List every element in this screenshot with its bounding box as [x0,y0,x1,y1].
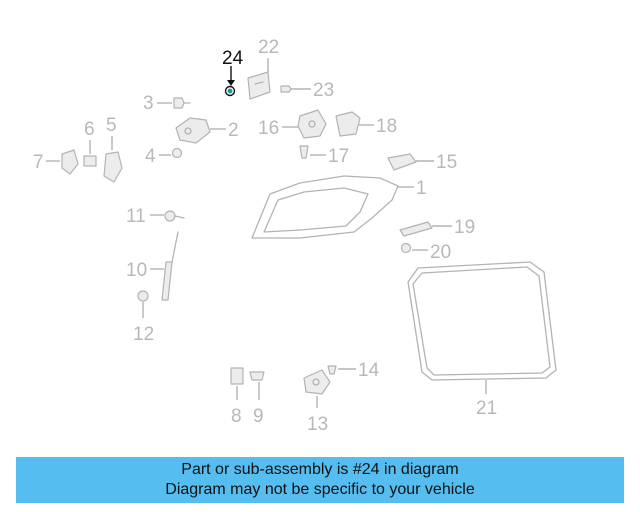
label-10: 10 [126,260,147,281]
part-21-outer [407,261,557,381]
label-14: 14 [358,360,380,381]
label-8: 8 [231,406,242,427]
part-8-bumper[interactable]: 8 [230,367,244,427]
part-4-shape [171,147,183,159]
part-18-bracket[interactable]: 18 [335,111,397,137]
label-13: 13 [307,414,328,435]
label-24: 24 [222,48,244,69]
part-18-shape [335,111,361,137]
label-7: 7 [33,152,44,173]
part-10-rod [171,231,179,263]
part-3-bolt[interactable]: 3 [143,93,191,114]
label-2: 2 [228,120,239,141]
part-14-shape [327,365,337,375]
label-9: 9 [253,406,264,427]
part-10-body [161,261,173,301]
part-16-hinge[interactable]: 16 [258,109,327,139]
part-7-shape [61,149,79,175]
part-6-shape [83,155,97,167]
part-2-shape [175,117,211,144]
part-7-bracket[interactable]: 7 [33,149,79,175]
part-6-bolt[interactable]: 6 [83,119,97,167]
label-19: 19 [454,217,475,238]
part-13-latch[interactable]: 13 [303,369,331,435]
label-18: 18 [376,116,397,137]
part-15-trim[interactable]: 15 [387,152,457,173]
label-16: 16 [258,118,279,139]
part-20-shape [400,242,412,254]
part-9-screw[interactable]: 9 [249,371,265,427]
label-11: 11 [126,206,146,227]
label-6: 6 [84,119,95,140]
part-23-shape [280,85,292,93]
part-16-shape [297,109,327,139]
part-1-window [263,187,369,233]
label-12: 12 [133,324,154,345]
part-1-outline [251,175,399,239]
part-4-nut[interactable]: 4 [145,146,183,167]
part-9-shape [249,371,265,381]
arrowhead-24 [227,80,235,86]
part-15-shape [387,153,417,171]
part-11-shape [164,210,176,222]
part-11-ball-stud[interactable]: 11 [126,206,185,227]
label-22: 22 [258,37,279,58]
label-1: 1 [416,178,427,199]
info-banner: Part or sub-assembly is #24 in diagram D… [16,457,624,503]
part-5-bracket[interactable]: 5 [103,115,123,183]
label-5: 5 [106,115,117,136]
part-19-shape [399,221,433,237]
part-24-center [227,88,233,94]
banner-line-2: Diagram may not be specific to your vehi… [165,481,475,498]
part-3-shape [173,97,185,109]
part-21-inner [412,266,551,376]
part-22-shape [247,71,271,100]
part-8-shape [230,367,244,385]
part-19-molding[interactable]: 19 [399,217,475,238]
label-20: 20 [430,242,451,263]
part-5-shape [103,151,123,183]
part-22-hinge[interactable]: 22 [247,37,279,100]
label-23: 23 [313,80,334,101]
part-21-weatherstrip[interactable]: 21 [407,261,557,419]
part-24-highlighted[interactable]: 24 [222,48,244,97]
part-1-liftgate[interactable]: 1 [251,175,427,239]
label-3: 3 [143,93,154,114]
label-17: 17 [328,146,349,167]
label-21: 21 [476,398,497,419]
part-12-ball-stud[interactable]: 12 [133,290,154,345]
part-14-screw[interactable]: 14 [327,360,380,381]
part-12-shape [137,290,149,302]
part-13-shape [303,369,331,395]
part-23-bolt[interactable]: 23 [280,80,334,101]
part-10-strut[interactable]: 10 [126,231,179,301]
part-2-hinge[interactable]: 2 [175,117,239,144]
part-17-shape [299,145,309,159]
label-4: 4 [145,146,156,167]
part-20-clip[interactable]: 20 [400,242,452,263]
part-17-screw[interactable]: 17 [299,145,349,167]
label-15: 15 [436,152,457,173]
banner-line-1: Part or sub-assembly is #24 in diagram [181,461,459,478]
